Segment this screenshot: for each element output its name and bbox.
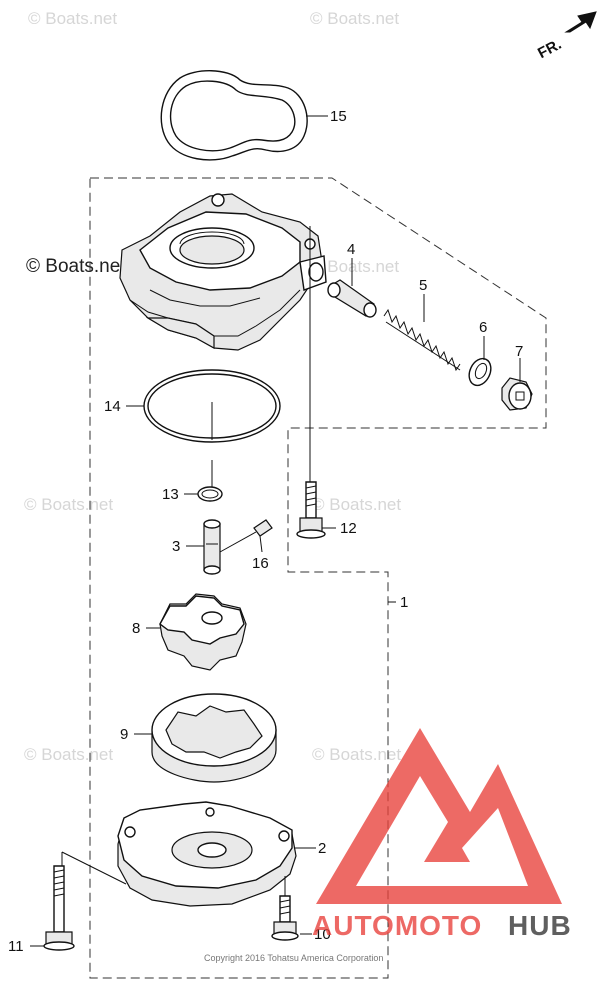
callout-2: 2 [318,840,326,857]
callout-3: 3 [172,538,180,555]
watermark-text: © Boats.net [312,745,401,764]
front-direction-indicator: FR. [535,11,597,62]
watermark-text: © Boats.net [310,257,399,276]
plug-7 [501,377,533,411]
gasket-15 [160,70,308,161]
bolt-10 [271,895,299,941]
copyright-text: Copyright 2016 Tohatsu America Corporati… [204,953,383,963]
callout-1: 1 [400,594,408,611]
callout-14: 14 [104,398,121,415]
leader-lines [30,115,521,947]
relief-valve-4 [327,279,377,318]
watermarks: © Boats.net © Boats.net © Boats.net © Bo… [24,9,401,764]
callout-6: 6 [479,319,487,336]
outer-rotor-9 [151,693,277,783]
inner-rotor-8 [159,593,247,671]
automotohub-logo: AUTOMOTO HUB [312,728,572,941]
callout-13: 13 [162,486,179,503]
callout-10: 10 [314,926,331,943]
callout-15: 15 [330,108,347,125]
watermark-text: © Boats.net [310,9,399,28]
bolt-11 [43,865,75,951]
callout-9: 9 [120,726,128,743]
bolt-12 [296,481,326,539]
assembly-outline [89,177,547,979]
pump-housing-1 [119,193,327,351]
callouts: 15 4 5 6 7 14 13 12 3 16 1 8 9 2 11 10 [8,108,523,955]
front-direction-label: FR. [535,36,564,62]
spring-5 [383,308,461,372]
callout-11: 11 [8,938,24,955]
watermark-text: © Boats.net [312,495,401,514]
callout-16: 16 [252,555,269,572]
shaft-3 [203,519,221,575]
washer-6 [468,357,492,387]
watermark-text: © Boats.net [26,256,126,277]
watermark-text: © Boats.net [24,745,113,764]
callout-5: 5 [419,277,427,294]
watermark-text: © Boats.net [24,495,113,514]
logo-triangle-icon [316,728,562,904]
pin-16 [253,519,273,537]
callout-7: 7 [515,343,523,360]
callout-12: 12 [340,520,357,537]
arrow-icon [564,11,597,33]
watermark-text: © Boats.net [28,9,117,28]
callout-8: 8 [132,620,140,637]
pump-cover-2 [117,801,297,907]
logo-text-left: AUTOMOTO [312,910,482,941]
logo-text-right: HUB [508,910,572,941]
callout-4: 4 [347,241,355,258]
o-ring-13 [197,486,223,502]
